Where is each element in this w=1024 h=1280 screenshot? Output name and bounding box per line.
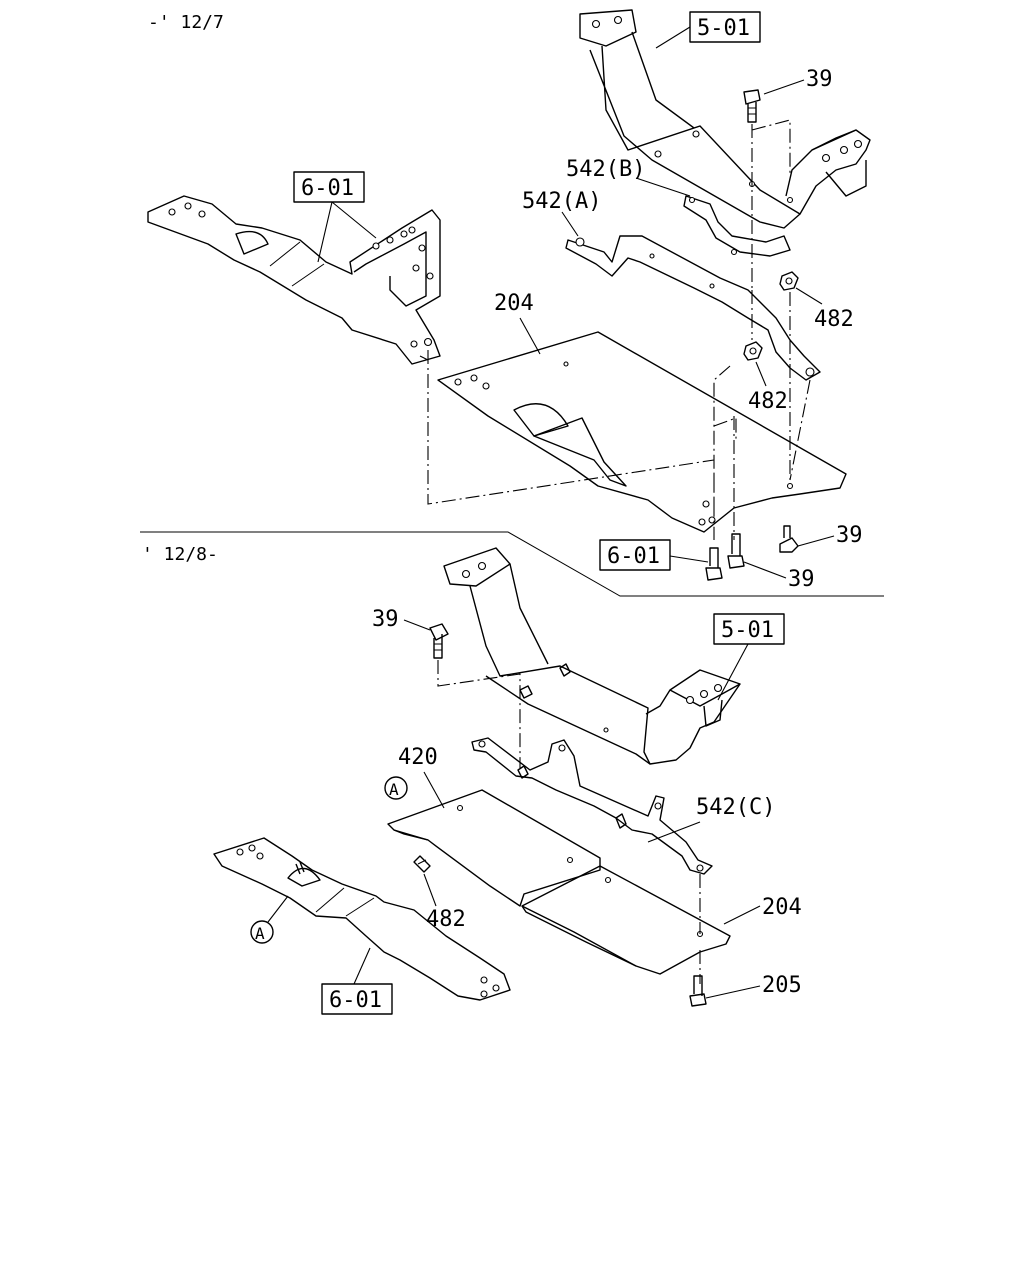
bolt-39-lower	[429, 623, 449, 659]
label-542a: 542(A)	[522, 189, 601, 214]
label-a-top: A	[389, 780, 399, 799]
bolt-39-top	[743, 89, 761, 123]
label-482-right: 482	[814, 307, 854, 332]
cover-420	[387, 789, 601, 907]
callout-a-top	[384, 776, 408, 800]
center-line-box	[713, 417, 737, 440]
label-420: 420	[398, 745, 438, 770]
bolt-6-01-bottom	[705, 547, 723, 581]
ref-box-6-01-lower[interactable]	[321, 983, 393, 1015]
bracket-542c	[471, 737, 713, 875]
crossmember-5-01-upper	[579, 9, 871, 229]
label-39-right: 39	[836, 523, 863, 548]
undercover-204-lower	[521, 865, 731, 975]
bolt-39-right	[779, 525, 799, 553]
nut-482-mid	[743, 341, 763, 361]
center-lines-lower-39	[437, 660, 521, 768]
ref-6-01-bottom[interactable]: 6-01	[607, 544, 660, 569]
bolt-39-bottom	[727, 533, 745, 569]
label-39-top: 39	[806, 67, 833, 92]
frame-6-01-lower	[213, 837, 511, 1001]
ref-6-01-lower[interactable]: 6-01	[329, 988, 382, 1013]
ref-box-6-01-left[interactable]	[293, 171, 365, 203]
ref-5-01-upper[interactable]: 5-01	[697, 16, 750, 41]
ref-box-5-01-lower[interactable]	[713, 613, 785, 645]
label-542c: 542(C)	[696, 795, 775, 820]
clip-482-lower	[413, 855, 431, 873]
ref-5-01-lower[interactable]: 5-01	[721, 618, 774, 643]
ref-box-6-01-bottom[interactable]	[599, 539, 671, 571]
label-482-lower: 482	[426, 907, 466, 932]
ref-6-01-left[interactable]: 6-01	[301, 176, 354, 201]
bracket-542b	[683, 195, 791, 257]
section-label-upper: -' 12/7	[148, 12, 224, 33]
label-204-lower: 204	[762, 895, 802, 920]
label-542b: 542(B)	[566, 157, 645, 182]
label-39-bottom: 39	[788, 567, 815, 592]
label-39-lower: 39	[372, 607, 399, 632]
callout-a-left	[250, 920, 274, 944]
section-divider	[140, 531, 884, 597]
section-label-lower: ' 12/8-	[142, 544, 218, 565]
label-482-mid: 482	[748, 389, 788, 414]
label-205: 205	[762, 973, 802, 998]
label-a-left: A	[255, 924, 265, 943]
bolt-205	[689, 975, 707, 1007]
frame-6-01-left	[147, 195, 441, 365]
crossmember-5-01-lower	[443, 547, 741, 765]
center-line-39-top	[751, 119, 791, 290]
nut-482-right	[779, 271, 799, 291]
bracket-542a	[565, 235, 821, 381]
label-204-upper: 204	[494, 291, 534, 316]
center-lines-upper	[419, 290, 811, 540]
